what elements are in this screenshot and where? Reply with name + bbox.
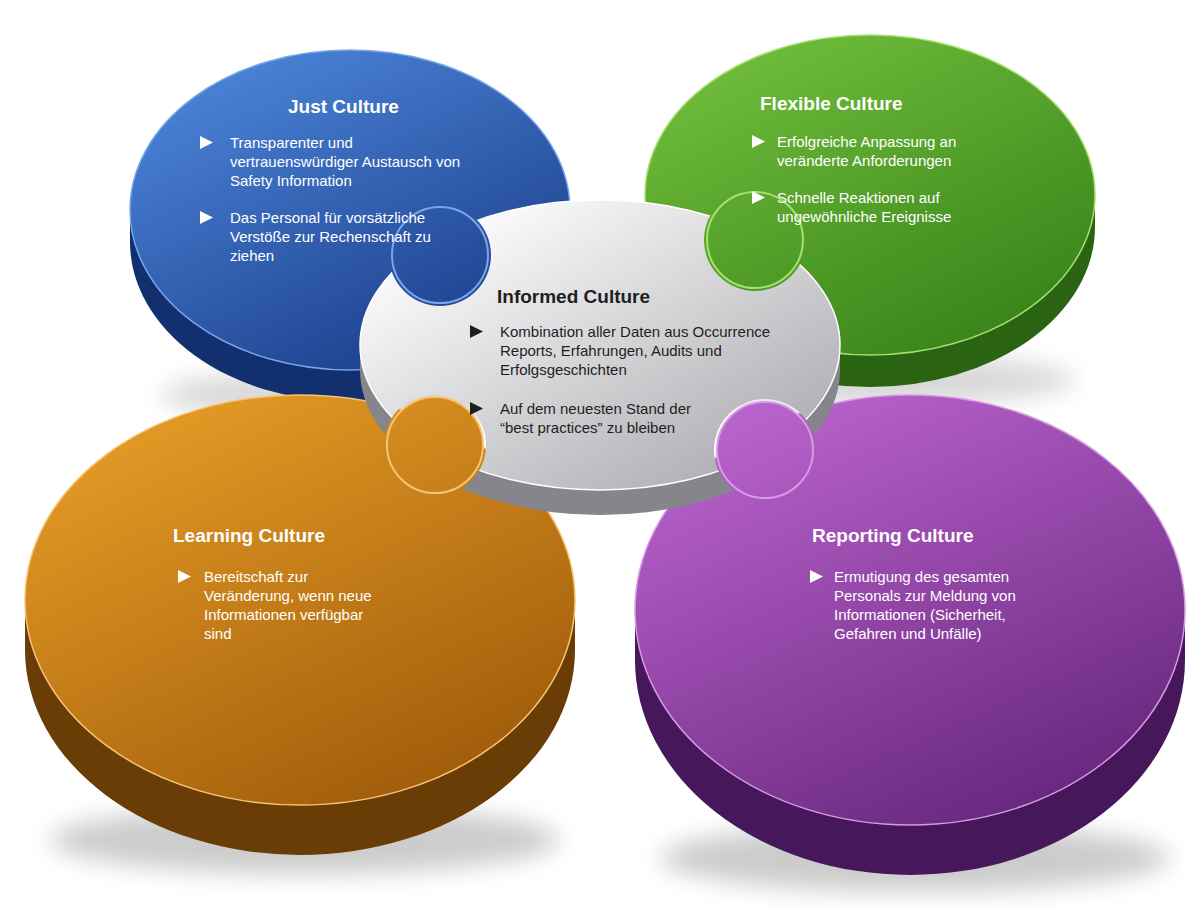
bullet-marker (752, 191, 765, 204)
bullet-slot: Erfolgreiche Anpassung an veränderte Anf… (777, 132, 1007, 170)
bullet-slot: Auf dem neuesten Stand der “best practic… (500, 399, 705, 437)
bullet-text: Ermutigung des gesamten Personals zur Me… (834, 567, 1044, 643)
bullet-slot: Transparenter und vertrauenswürdiger Aus… (230, 133, 465, 190)
bullet-marker (178, 570, 191, 583)
bullet-slot: Schnelle Reaktionen auf ungewöhnliche Er… (777, 188, 1007, 226)
heading-slot: Just Culture (288, 95, 399, 118)
bullet-marker (200, 211, 213, 224)
bullet-slot: Bereitschaft zur Veränderung, wenn neue … (204, 567, 394, 643)
bullet-marker (470, 325, 483, 338)
disc-body (25, 395, 575, 855)
heading-slot: Reporting Culture (812, 524, 974, 547)
disc-body (635, 395, 1185, 875)
puzzle-disc: Informed CultureKombination aller Daten … (356, 196, 844, 519)
bullet-text: Auf dem neuesten Stand der “best practic… (500, 399, 705, 437)
disc-heading: Learning Culture (173, 524, 325, 547)
disc-heading: Flexible Culture (760, 92, 903, 115)
heading-slot: Learning Culture (173, 524, 325, 547)
bullet-text: Erfolgreiche Anpassung an veränderte Anf… (777, 132, 1007, 170)
bullet-marker (200, 136, 213, 149)
disc-heading: Just Culture (288, 95, 399, 118)
bullet-text: Schnelle Reaktionen auf ungewöhnliche Er… (777, 188, 1007, 226)
disc-top (360, 200, 840, 490)
disc-body (360, 200, 840, 515)
bullet-slot: Kombination aller Daten aus Occurrence R… (500, 322, 790, 379)
disc-top (25, 395, 575, 805)
bullet-marker (470, 402, 483, 415)
bullet-text: Transparenter und vertrauenswürdiger Aus… (230, 133, 465, 190)
disc-heading: Reporting Culture (812, 524, 974, 547)
disc-heading: Informed Culture (497, 285, 650, 308)
bullet-text: Kombination aller Daten aus Occurrence R… (500, 322, 790, 379)
heading-slot: Flexible Culture (760, 92, 903, 115)
disc-top (635, 395, 1185, 825)
bullet-text: Bereitschaft zur Veränderung, wenn neue … (204, 567, 394, 643)
bullet-slot: Ermutigung des gesamten Personals zur Me… (834, 567, 1044, 643)
bullet-marker (752, 135, 765, 148)
puzzle-tab (717, 402, 813, 498)
bullet-marker (810, 570, 823, 583)
heading-slot: Informed Culture (497, 285, 650, 308)
puzzle-tab (387, 397, 483, 493)
